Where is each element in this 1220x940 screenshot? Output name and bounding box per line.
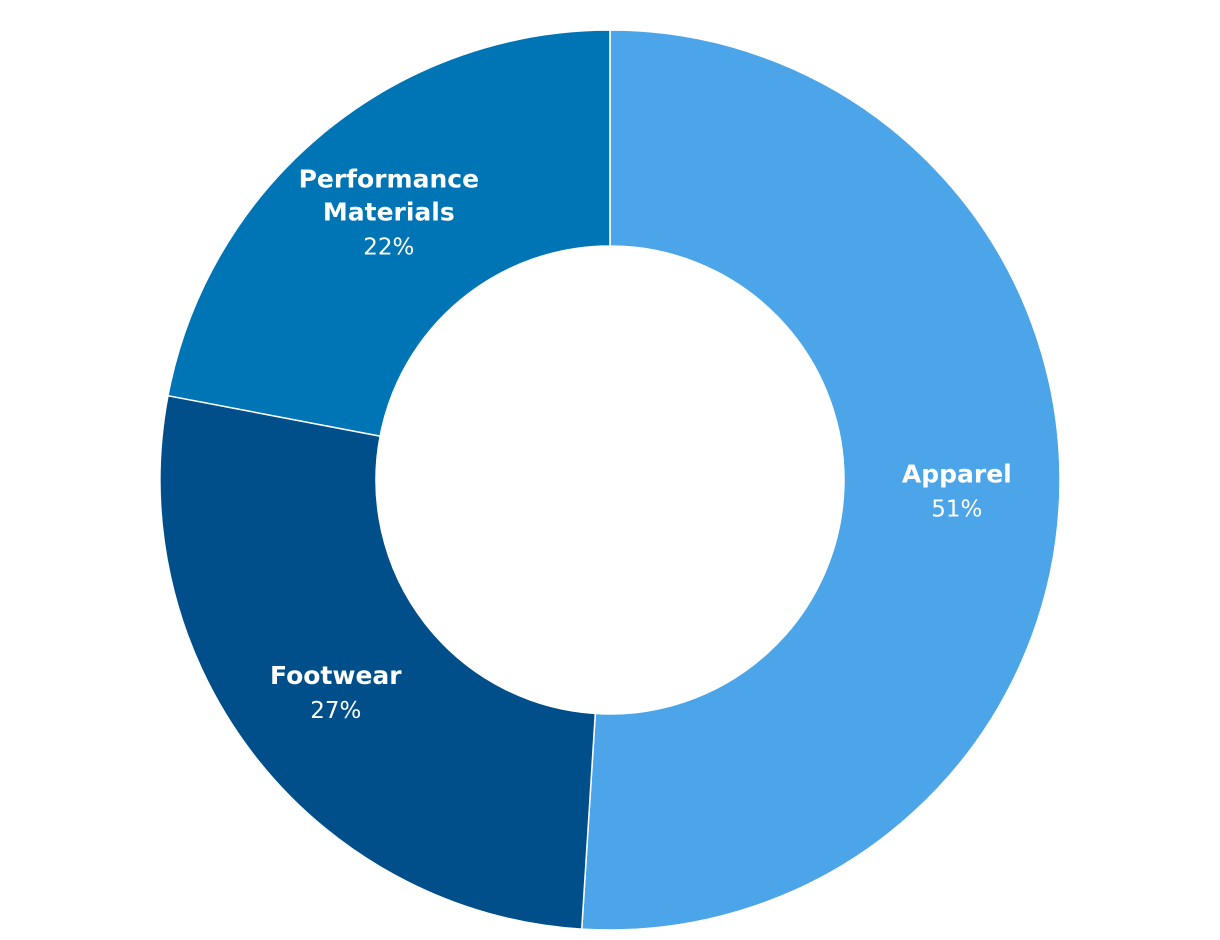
slice-percent-footwear: 27%	[310, 698, 361, 724]
slice-percent-apparel: 51%	[931, 496, 982, 522]
slice-label-apparel: Apparel 51%	[902, 459, 1012, 522]
slice-percent-performance-materials: 22%	[363, 235, 414, 261]
slice-name-footwear: Footwear	[270, 661, 402, 690]
slices-layer	[159, 29, 1061, 931]
slice-label-footwear: Footwear 27%	[270, 661, 402, 724]
labels-layer: Apparel 51% Footwear 27% PerformanceMaterial…	[270, 165, 1012, 725]
slice-name-performance-materials-line-1: Performance	[299, 165, 479, 194]
slice-name-performance-materials-line-2: Materials	[323, 198, 455, 227]
slice-performance-materials	[167, 29, 611, 438]
slice-footwear	[159, 394, 597, 930]
slice-apparel	[580, 29, 1061, 931]
slice-name-apparel: Apparel	[902, 459, 1012, 488]
